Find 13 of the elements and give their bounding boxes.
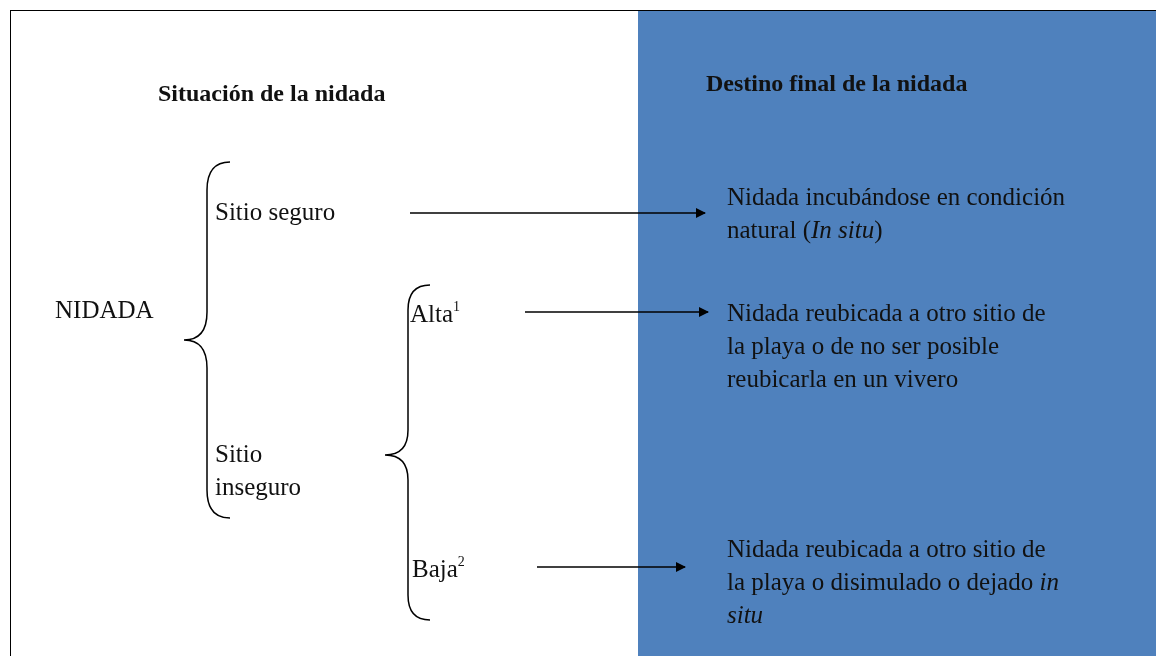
- node-text: NIDADA: [55, 295, 155, 325]
- node-text: Alta$^{1}$: [410, 298, 462, 329]
- column-heading: Situación de la nidada: [158, 80, 386, 107]
- node-text: Sitio seguro: [215, 197, 337, 227]
- node-text: Baja$^{2}$: [412, 553, 466, 584]
- node-text: Nidada incubándose en condición natural (In situ): [727, 182, 1067, 246]
- arrow: [536, 562, 686, 572]
- node-text: Nidada reubicada a otro sitio de la playa o de no ser posible reubicarla en un vivero: [727, 298, 1047, 394]
- arrow: [524, 307, 709, 317]
- node-text: Nidada reubicada a otro sitio de la playa o disimulado o dejado in situ: [727, 534, 1060, 630]
- column-heading: Destino final de la nidada: [706, 70, 968, 97]
- node-text: Sitio inseguro: [215, 439, 303, 502]
- arrow: [409, 208, 706, 218]
